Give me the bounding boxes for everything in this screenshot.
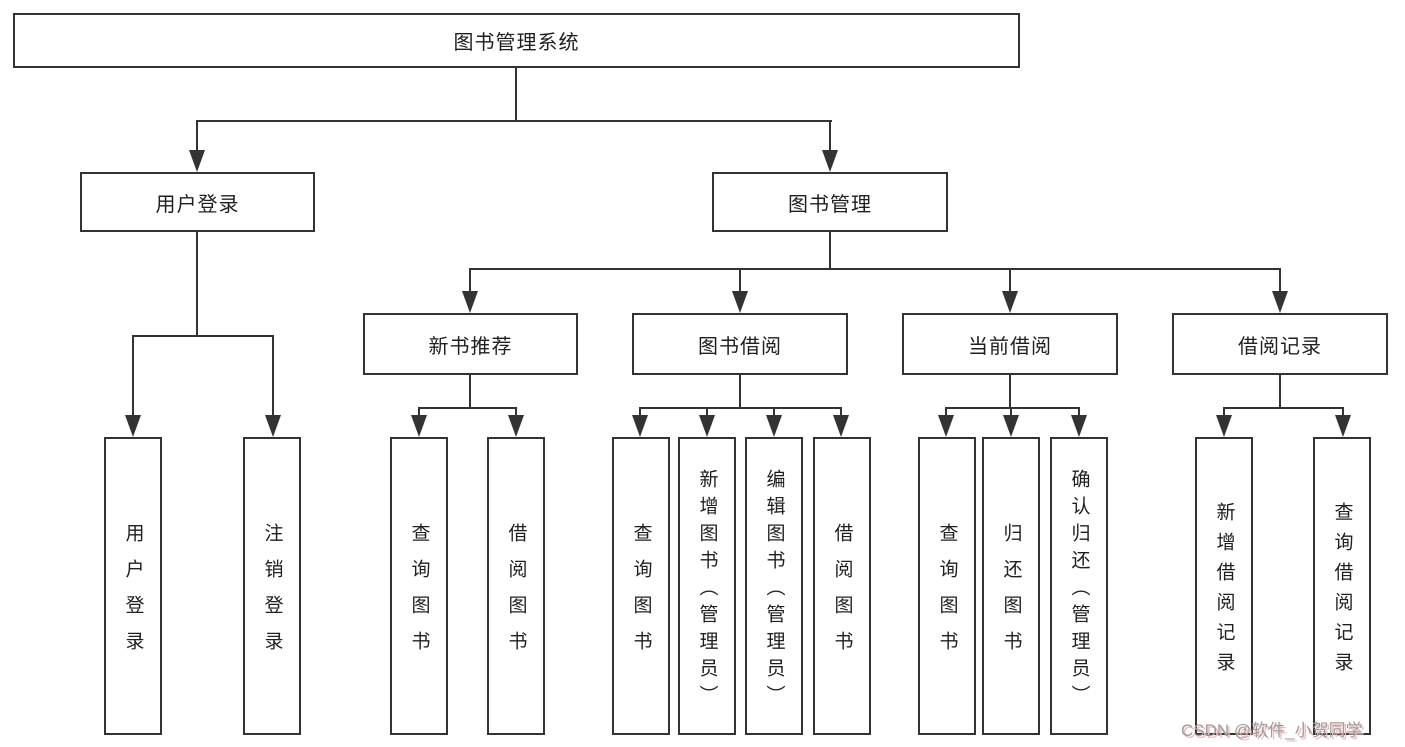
node-leaf-add-borrow-record: 新增借阅记录 bbox=[1195, 437, 1253, 735]
arrow-down-icon bbox=[265, 415, 281, 437]
connector-line bbox=[1223, 407, 1344, 409]
arrow-down-icon bbox=[699, 415, 715, 437]
node-label: 借阅图书 bbox=[831, 522, 853, 667]
node-label: 新书推荐 bbox=[428, 335, 513, 358]
connector-line bbox=[829, 120, 831, 158]
node-user-login: 用户登录 bbox=[80, 172, 315, 232]
arrow-down-icon bbox=[1003, 415, 1019, 437]
node-leaf-edit-book-admin: 编辑图书（管理员） bbox=[745, 437, 803, 735]
connector-line bbox=[773, 407, 775, 419]
node-leaf-query-books-2: 查询图书 bbox=[612, 437, 670, 735]
node-label: 新增借阅记录 bbox=[1213, 501, 1235, 682]
connector-line bbox=[418, 407, 420, 419]
connector-line bbox=[1279, 375, 1281, 409]
arrow-down-icon bbox=[189, 150, 205, 172]
node-label: 编辑图书（管理员） bbox=[763, 468, 785, 712]
connector-line bbox=[132, 335, 274, 337]
arrow-down-icon bbox=[938, 415, 954, 437]
connector-line bbox=[945, 407, 1080, 409]
connector-line bbox=[1010, 407, 1012, 419]
arrow-down-icon bbox=[462, 291, 478, 313]
node-label: 当前借阅 bbox=[968, 335, 1052, 358]
connector-line bbox=[1009, 268, 1011, 295]
connector-line bbox=[739, 375, 741, 409]
connector-line bbox=[515, 407, 517, 419]
node-new-book-recommend: 新书推荐 bbox=[363, 313, 578, 375]
arrow-down-icon bbox=[833, 415, 849, 437]
connector-line bbox=[1279, 268, 1281, 295]
node-book-borrowing: 图书借阅 bbox=[632, 313, 848, 375]
node-label: 图书管理 bbox=[788, 193, 872, 216]
connector-line bbox=[706, 407, 708, 419]
node-label: 借阅图书 bbox=[505, 522, 527, 667]
node-label: 借阅记录 bbox=[1238, 335, 1322, 358]
connector-line bbox=[639, 407, 842, 409]
connector-line bbox=[132, 335, 134, 419]
node-book-management: 图书管理 bbox=[712, 172, 948, 232]
node-label: 归还图书 bbox=[1000, 522, 1022, 667]
node-label: 新增图书（管理员） bbox=[696, 468, 718, 712]
connector-line bbox=[515, 68, 517, 120]
node-library-management-system: 图书管理系统 bbox=[13, 13, 1020, 68]
node-label: 图书借阅 bbox=[698, 335, 782, 358]
connector-line bbox=[840, 407, 842, 419]
arrow-down-icon bbox=[508, 415, 524, 437]
node-leaf-user-login: 用户登录 bbox=[104, 437, 162, 735]
connector-line bbox=[418, 407, 517, 409]
node-label: 查询图书 bbox=[408, 522, 430, 667]
node-leaf-borrow-books-1: 借阅图书 bbox=[487, 437, 545, 735]
node-label: 用户登录 bbox=[122, 522, 144, 667]
connector-line bbox=[739, 268, 741, 295]
arrow-down-icon bbox=[1272, 291, 1288, 313]
node-borrow-records: 借阅记录 bbox=[1172, 313, 1388, 375]
connector-line bbox=[1342, 407, 1344, 419]
connector-line bbox=[1009, 375, 1011, 409]
connector-line bbox=[639, 407, 641, 419]
node-label: 用户登录 bbox=[155, 193, 240, 216]
node-leaf-logout: 注销登录 bbox=[243, 437, 301, 735]
connector-line bbox=[1078, 407, 1080, 419]
connector-line bbox=[272, 335, 274, 419]
node-label: 查询借阅记录 bbox=[1331, 501, 1353, 682]
connector-line bbox=[469, 268, 471, 295]
arrow-down-icon bbox=[125, 415, 141, 437]
connector-line bbox=[1223, 407, 1225, 419]
arrow-down-icon bbox=[822, 150, 838, 172]
node-label: 注销登录 bbox=[261, 522, 283, 667]
arrow-down-icon bbox=[766, 415, 782, 437]
node-label: 确认归还（管理员） bbox=[1068, 468, 1090, 712]
arrow-down-icon bbox=[1071, 415, 1087, 437]
node-current-borrowing: 当前借阅 bbox=[902, 313, 1118, 375]
node-leaf-confirm-return-admin: 确认归还（管理员） bbox=[1050, 437, 1108, 735]
connector-line bbox=[469, 375, 471, 409]
node-label: 图书管理系统 bbox=[453, 32, 580, 54]
csdn-watermark: CSDN @软件_小贺同学 bbox=[1181, 721, 1363, 740]
node-label: 查询图书 bbox=[936, 522, 958, 667]
arrow-down-icon bbox=[632, 415, 648, 437]
node-leaf-query-books-1: 查询图书 bbox=[390, 437, 448, 735]
connector-line bbox=[196, 232, 198, 337]
connector-line bbox=[829, 232, 831, 270]
node-leaf-query-books-3: 查询图书 bbox=[918, 437, 976, 735]
arrow-down-icon bbox=[411, 415, 427, 437]
node-leaf-add-book-admin: 新增图书（管理员） bbox=[678, 437, 736, 735]
node-leaf-query-borrow-record: 查询借阅记录 bbox=[1313, 437, 1371, 735]
node-leaf-return-books: 归还图书 bbox=[982, 437, 1040, 735]
connector-line bbox=[945, 407, 947, 419]
connector-line bbox=[196, 120, 832, 122]
arrow-down-icon bbox=[1216, 415, 1232, 437]
arrow-down-icon bbox=[1002, 291, 1018, 313]
connector-line bbox=[196, 120, 198, 158]
arrow-down-icon bbox=[732, 291, 748, 313]
arrow-down-icon bbox=[1335, 415, 1351, 437]
node-leaf-borrow-books-2: 借阅图书 bbox=[813, 437, 871, 735]
connector-line bbox=[469, 268, 1281, 270]
node-label: 查询图书 bbox=[630, 522, 652, 667]
